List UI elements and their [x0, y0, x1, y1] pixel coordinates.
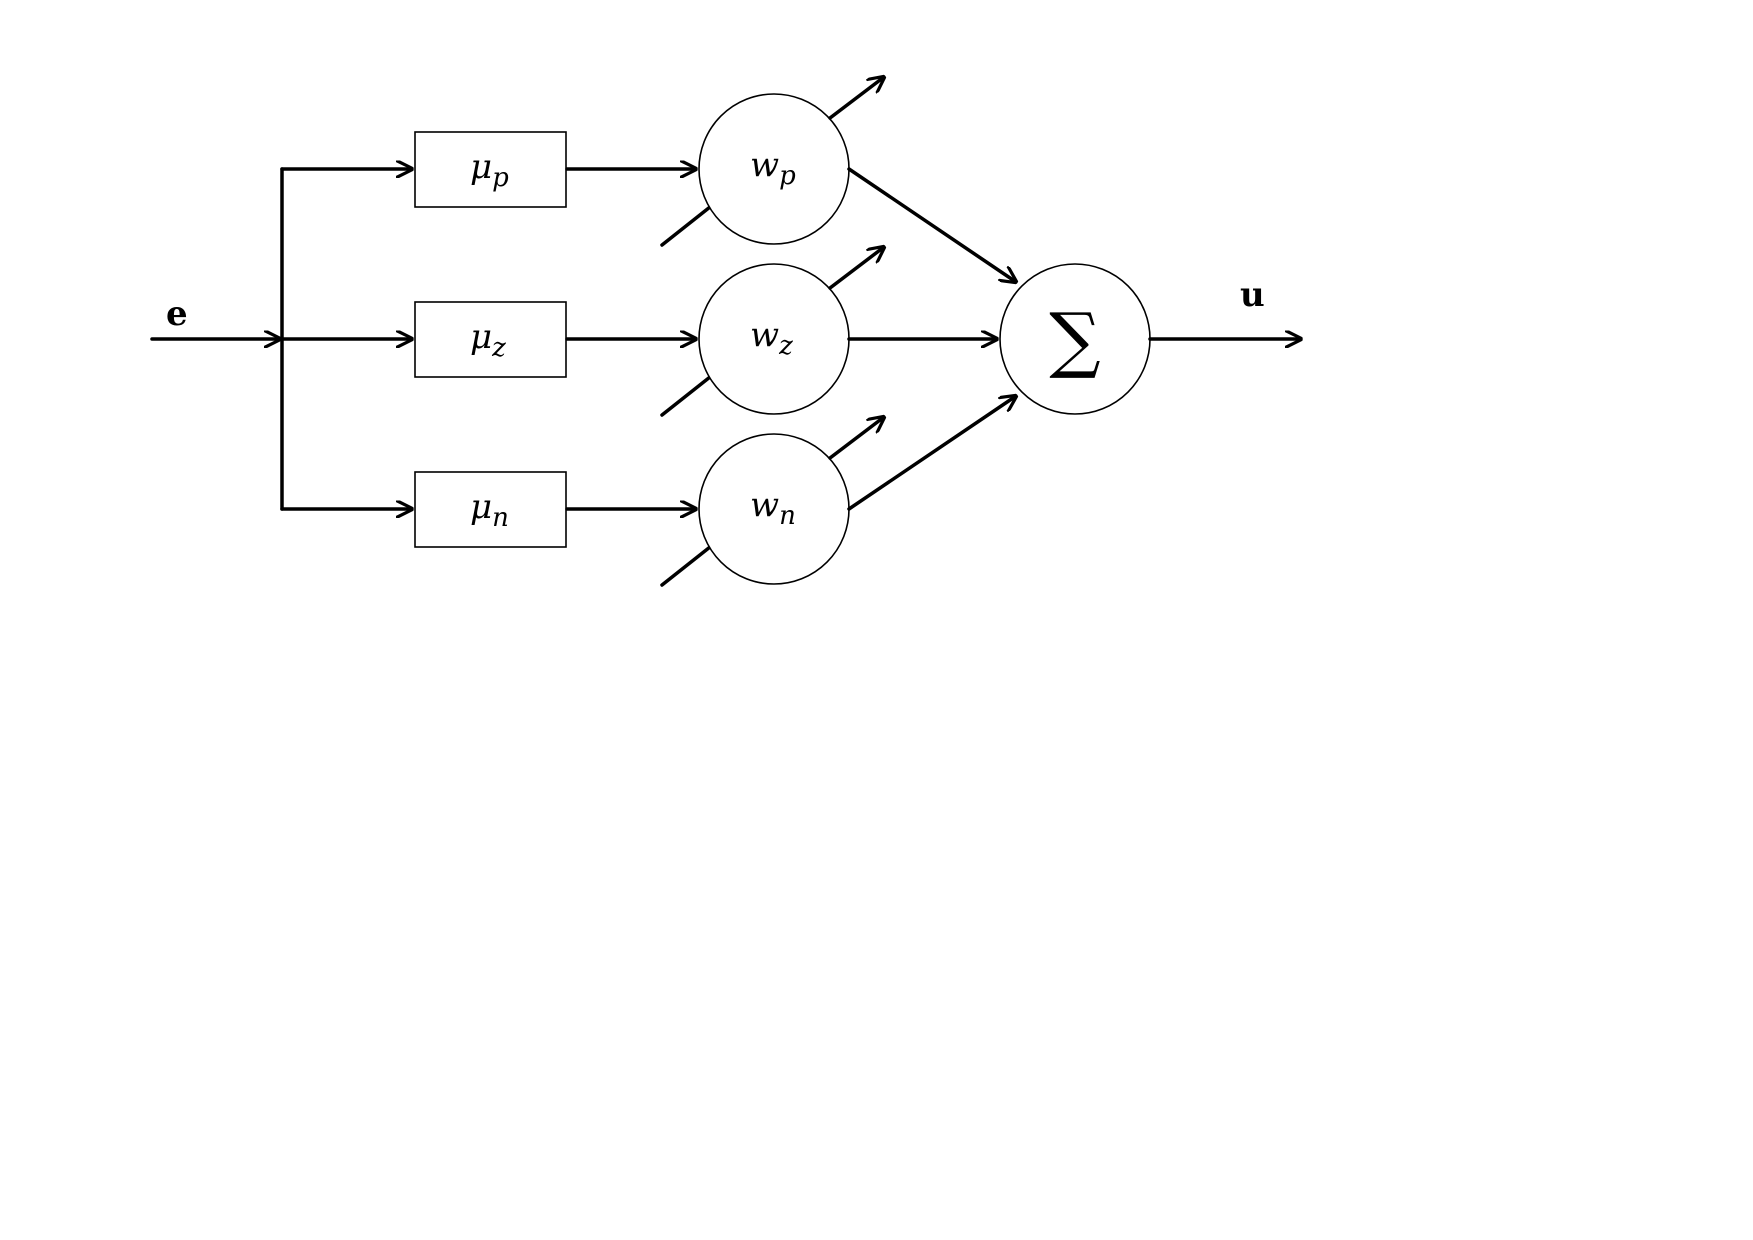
weight-adjust-out-z	[828, 247, 884, 290]
membership-box-n	[414, 471, 567, 548]
membership-label-n: μn	[470, 487, 509, 533]
summation-symbol: ∑	[1049, 297, 1100, 381]
membership-label-z: μz	[470, 317, 506, 363]
weight-adjust-in-p	[660, 205, 712, 247]
weight-to-sum-arrow-n	[847, 396, 1016, 511]
weight-label-z: wz	[750, 315, 793, 361]
weight-label-p: wp	[750, 145, 796, 191]
weight-to-sum-arrow-p	[847, 167, 1016, 282]
membership-label-p: μp	[470, 147, 509, 193]
weight-adjust-out-p	[828, 77, 884, 120]
weight-label-n: wn	[750, 485, 796, 531]
membership-box-p	[414, 131, 567, 208]
weight-adjust-in-z	[660, 375, 712, 417]
weight-adjust-out-n	[828, 417, 884, 460]
membership-box-z	[414, 301, 567, 378]
input-label: e	[166, 294, 188, 334]
weight-adjust-in-n	[660, 545, 712, 587]
output-label: u	[1240, 275, 1265, 315]
